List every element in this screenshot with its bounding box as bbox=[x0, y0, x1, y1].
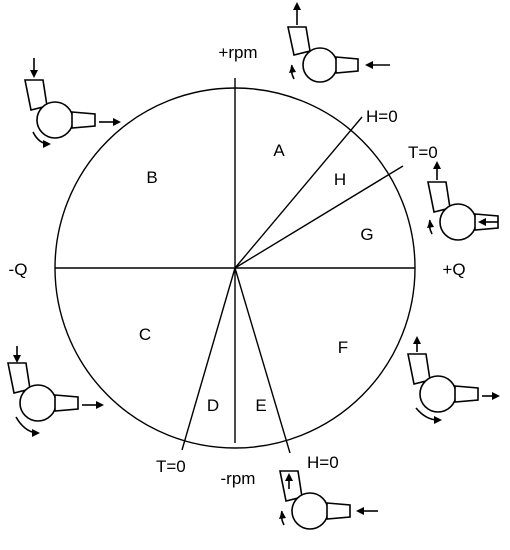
pump-icon-bottom-left bbox=[7, 346, 104, 437]
label-upper-head-zero: H=0 bbox=[366, 107, 398, 126]
axis-label-right: +Q bbox=[442, 260, 465, 279]
label-lower-torque-zero: T=0 bbox=[156, 457, 186, 476]
region-label-e: E bbox=[255, 396, 266, 415]
axis-label-left: -Q bbox=[9, 260, 28, 279]
pump-icon-bottom-right bbox=[407, 336, 500, 424]
label-lower-head-zero: H=0 bbox=[307, 453, 339, 472]
region-label-a: A bbox=[273, 141, 285, 160]
region-label-d: D bbox=[207, 396, 219, 415]
axis-label-bottom: -rpm bbox=[221, 469, 256, 488]
region-label-b: B bbox=[146, 168, 157, 187]
pump-icon-top-left bbox=[24, 58, 121, 148]
pump-icon-bottom-center bbox=[279, 470, 378, 530]
label-upper-torque-zero: T=0 bbox=[408, 143, 438, 162]
upper-head-zero-line bbox=[234, 116, 363, 269]
region-label-h: H bbox=[334, 170, 346, 189]
upper-torque-zero-line bbox=[234, 165, 404, 269]
region-label-f: F bbox=[338, 338, 348, 357]
axis-label-top: +rpm bbox=[218, 43, 257, 62]
lower-torque-zero-line bbox=[181, 267, 236, 451]
region-label-c: C bbox=[139, 325, 151, 344]
pump-icon-right-middle bbox=[427, 161, 499, 241]
pump-icon-top-right bbox=[287, 2, 390, 83]
lower-head-zero-line bbox=[234, 267, 291, 454]
region-label-g: G bbox=[360, 225, 373, 244]
